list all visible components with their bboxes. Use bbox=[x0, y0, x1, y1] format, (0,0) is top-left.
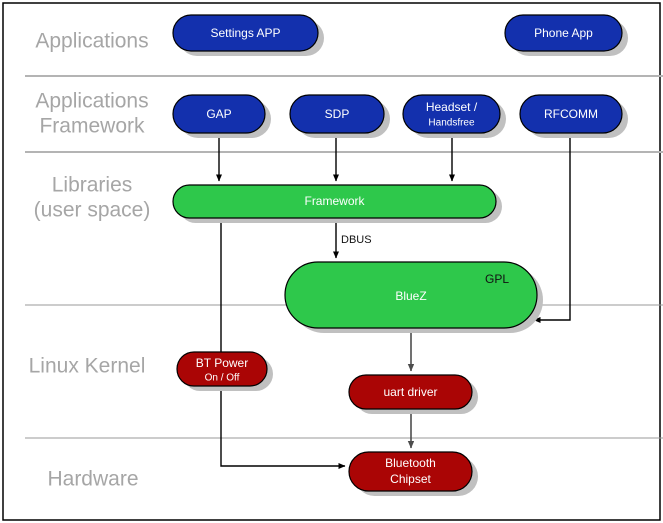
node-sdp[interactable]: SDP bbox=[289, 94, 390, 138]
framework-label: Framework bbox=[304, 194, 365, 208]
edge-label-dbus: DBUS bbox=[341, 234, 372, 246]
phone-app-label: Phone App bbox=[534, 26, 593, 40]
connector-framework-to-chipset bbox=[220, 218, 346, 469]
layer-labels: Applications Applications Framework Libr… bbox=[29, 30, 151, 491]
node-settings-app[interactable]: Settings APP bbox=[172, 14, 324, 56]
layer-label-libraries-line1: Libraries bbox=[52, 174, 133, 197]
bluetooth-chipset-label-line2: Chipset bbox=[390, 472, 431, 486]
layer-label-applications-framework-line2: Framework bbox=[39, 115, 145, 138]
node-phone-app[interactable]: Phone App bbox=[504, 14, 628, 56]
settings-app-body bbox=[172, 14, 319, 52]
framework-body bbox=[172, 184, 497, 219]
bt-power-body bbox=[176, 351, 268, 387]
node-framework[interactable]: Framework bbox=[172, 184, 502, 223]
rfcomm-body bbox=[519, 94, 623, 134]
bt-power-label-line2: On / Off bbox=[205, 373, 240, 384]
node-bluetooth-chipset[interactable]: Bluetooth Chipset bbox=[348, 451, 478, 496]
headset-handsfree-label-line1: Headset / bbox=[426, 100, 478, 114]
uart-driver-body bbox=[348, 374, 473, 410]
headset-handsfree-label-line2: Handsfree bbox=[428, 118, 475, 129]
connectors bbox=[216, 133, 571, 469]
node-bluez[interactable]: GPL BlueZ bbox=[284, 261, 543, 333]
headset-handsfree-body bbox=[402, 94, 501, 134]
layer-label-applications-framework-line1: Applications bbox=[35, 90, 148, 113]
node-headset-handsfree[interactable]: Headset / Handsfree bbox=[402, 94, 506, 138]
layer-label-linux-kernel: Linux Kernel bbox=[29, 355, 146, 378]
bluez-body bbox=[284, 261, 538, 329]
rfcomm-label: RFCOMM bbox=[544, 107, 598, 121]
node-bt-power[interactable]: BT Power On / Off bbox=[176, 351, 273, 391]
sdp-body bbox=[289, 94, 385, 134]
gap-label: GAP bbox=[206, 107, 231, 121]
node-rfcomm[interactable]: RFCOMM bbox=[519, 94, 628, 138]
bluez-label: BlueZ bbox=[395, 289, 426, 303]
connector-rfcomm-to-bluez bbox=[533, 133, 571, 323]
bluez-gpl-badge: GPL bbox=[485, 272, 509, 286]
gap-body bbox=[172, 94, 266, 134]
bt-power-label-line1: BT Power bbox=[196, 356, 248, 370]
node-uart-driver[interactable]: uart driver bbox=[348, 374, 478, 414]
settings-app-label: Settings APP bbox=[210, 26, 280, 40]
layer-label-libraries-line2: (user space) bbox=[34, 199, 151, 222]
layer-label-applications: Applications bbox=[35, 30, 148, 53]
phone-app-body bbox=[504, 14, 623, 52]
uart-driver-label: uart driver bbox=[383, 385, 437, 399]
bluetooth-chipset-label-line1: Bluetooth bbox=[385, 456, 436, 470]
layer-label-hardware: Hardware bbox=[47, 468, 138, 491]
bluetooth-chipset-body bbox=[348, 451, 473, 492]
sdp-label: SDP bbox=[325, 107, 350, 121]
node-gap[interactable]: GAP bbox=[172, 94, 271, 138]
